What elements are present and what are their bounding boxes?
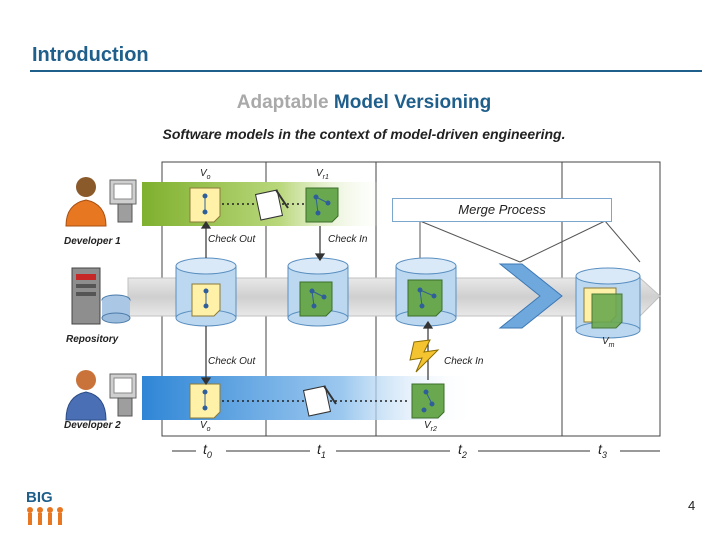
label-vr1: Vr1 (316, 168, 329, 181)
doc-repo-t3 (583, 287, 623, 329)
title-rule (30, 70, 702, 72)
heading-adaptable: Adaptable (236, 92, 329, 113)
time-t1: t1 (317, 441, 326, 460)
time-t2: t2 (458, 441, 467, 460)
label-vm: Vm (602, 336, 615, 349)
slide-title: Introduction (32, 44, 149, 66)
repository-server-icon (71, 267, 131, 325)
heading-model-versioning: Model Versioning (333, 92, 492, 113)
big-logo: BIG (26, 489, 63, 525)
slide-subtitle: Software models in the context of model-… (162, 126, 566, 142)
label-vo-bottom: Vo (200, 420, 211, 433)
developer1-label: Developer 1 (64, 236, 121, 247)
checkin-top-label: Check In (328, 234, 368, 245)
edit-notepad-icon-bottom (302, 385, 337, 417)
merge-process-box: Merge Process (392, 198, 612, 222)
slide-heading: Adaptable Model Versioning (0, 92, 728, 114)
conflict-bolt-icon (409, 339, 440, 373)
doc-vr2-bottom (411, 383, 445, 419)
checkin-bottom-label: Check In (444, 356, 484, 367)
label-vr2: Vr2 (424, 420, 437, 433)
checkout-top-label: Check Out (208, 234, 256, 245)
page-number: 4 (688, 498, 696, 513)
label-vo-top: Vo (200, 168, 211, 181)
time-t0: t0 (203, 441, 212, 460)
merge-callout-lines (419, 220, 641, 263)
svg-text:BIG: BIG (26, 489, 53, 506)
edit-flows (222, 203, 410, 402)
merge-chevron-icon (498, 263, 563, 329)
time-t3: t3 (598, 441, 607, 460)
developer2-avatar-icon (65, 370, 137, 421)
repository-label: Repository (66, 334, 119, 345)
developer1-avatar-icon (65, 177, 137, 227)
doc-repo-t2 (407, 279, 443, 317)
doc-vr1-top (305, 187, 339, 223)
checkout-bottom-label: Check Out (208, 356, 256, 367)
model-glyphs (202, 193, 437, 413)
doc-repo-t1 (299, 281, 333, 317)
developer2-label: Developer 2 (64, 420, 121, 431)
edit-notepad-icon-top (254, 189, 289, 221)
